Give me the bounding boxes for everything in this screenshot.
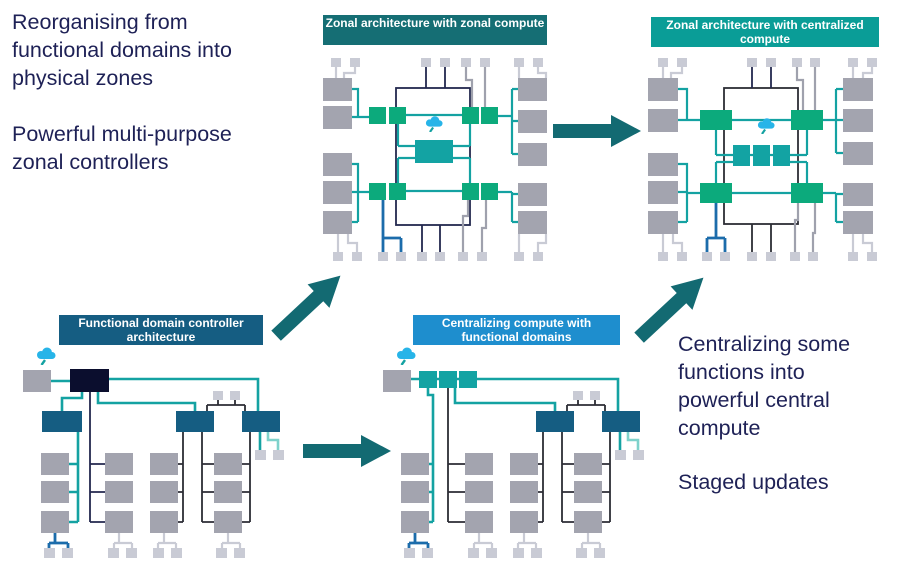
domain-controllers — [42, 411, 280, 432]
caption-line: Reorganising from — [12, 10, 188, 34]
domain-controllers — [536, 411, 640, 432]
central-compute-cluster — [419, 371, 477, 388]
functional-domain-diagram — [23, 346, 284, 558]
cloud-icon — [395, 346, 417, 365]
telematics-unit — [383, 370, 411, 392]
arrow-up-right-icon — [271, 275, 341, 341]
ring-bus — [395, 87, 471, 226]
centralizing-compute-diagram — [383, 346, 644, 558]
sensor-nodes — [404, 548, 605, 558]
caption-line: Staged updates — [678, 470, 829, 494]
zonal-controllers — [369, 107, 498, 200]
arrow-up-right-icon — [634, 277, 704, 343]
zone-ecus — [323, 78, 547, 234]
central-compute-cluster — [733, 145, 790, 166]
zonal-zonal-diagram — [323, 58, 548, 261]
edge-nodes — [658, 58, 877, 261]
caption-line: Centralizing some — [678, 332, 851, 356]
ecu-grid — [401, 453, 602, 533]
panel-title-zonal-centralized: Zonal architecture with centralized comp… — [651, 17, 879, 47]
telematics-unit — [23, 370, 51, 392]
caption-reorganising: Reorganising from functional domains int… — [12, 8, 232, 176]
sensor-nodes — [44, 548, 245, 558]
arrow-right-icon — [303, 435, 391, 467]
panel-title-functional-domain: Functional domain controller architectur… — [59, 315, 263, 345]
caption-line: zonal controllers — [12, 150, 169, 174]
ecu-grid — [41, 453, 242, 533]
caption-line: functional domains into — [12, 38, 232, 62]
zone-ecus — [648, 78, 873, 234]
edge-nodes — [331, 58, 543, 261]
zonal-controllers — [700, 110, 823, 203]
zonal-centralized-diagram — [648, 58, 877, 261]
central-gateway — [70, 369, 109, 392]
caption-line: powerful central — [678, 388, 830, 412]
zonal-compute — [415, 140, 453, 163]
caption-line: functions into — [678, 360, 805, 384]
panel-title-centralizing-compute: Centralizing compute with functional dom… — [413, 315, 620, 345]
arrow-right-icon — [553, 115, 641, 147]
cloud-icon — [35, 346, 57, 365]
caption-centralizing: Centralizing some functions into powerfu… — [678, 330, 850, 496]
caption-line: compute — [678, 416, 761, 440]
cloud-icon — [424, 115, 444, 132]
caption-line: physical zones — [12, 66, 154, 90]
caption-line: Powerful multi-purpose — [12, 122, 232, 146]
panel-title-zonal-zonal: Zonal architecture with zonal compute — [323, 15, 547, 45]
